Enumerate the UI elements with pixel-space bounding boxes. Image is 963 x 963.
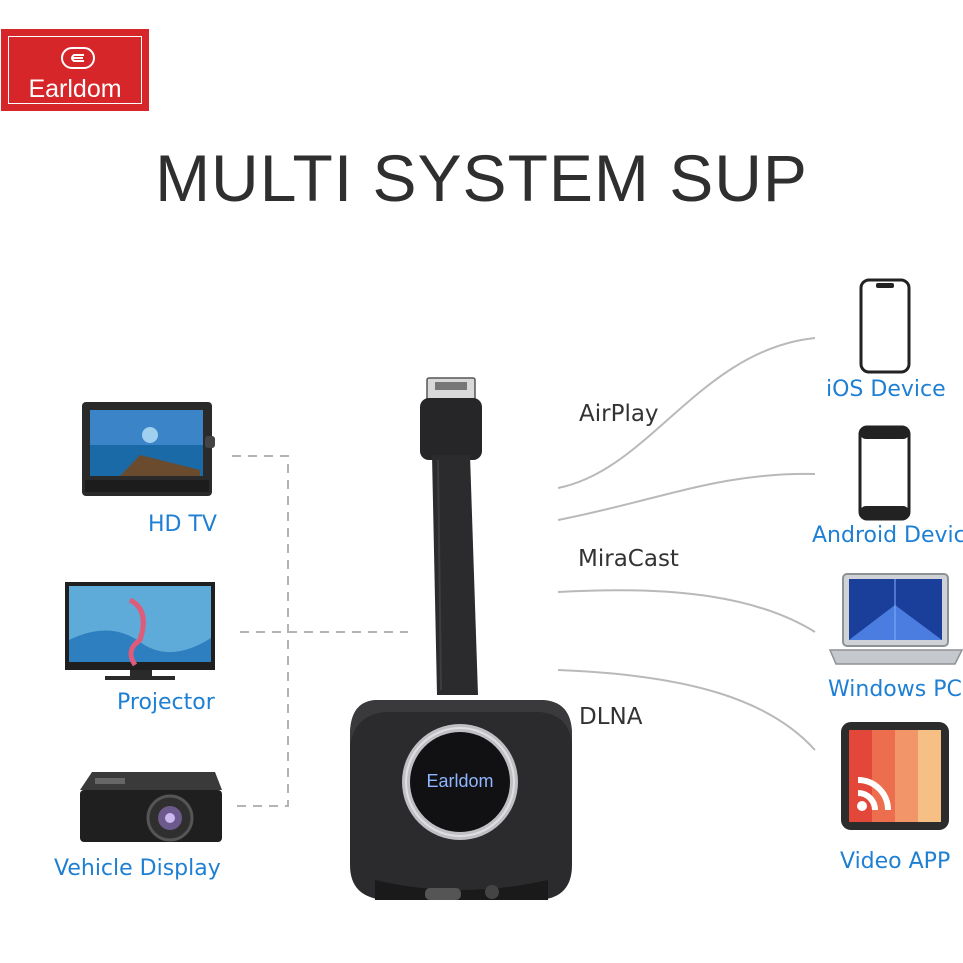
page-headline: MULTI SYSTEM SUP (155, 141, 808, 215)
display-label-vehicle: Vehicle Display (54, 856, 221, 881)
ribbon-cable (432, 455, 478, 695)
usb-port (425, 888, 461, 900)
smartphone-icon (859, 278, 911, 374)
badge-center (410, 732, 510, 832)
source-label-android: Android Devic (812, 523, 963, 548)
curve-ios (557, 337, 816, 489)
android-phone-icon (858, 425, 911, 521)
flat-tv-icon (65, 582, 215, 680)
hdmi-dongle-device (350, 377, 572, 900)
source-label-windows: Windows PC (828, 677, 962, 702)
curve-windows (557, 589, 816, 633)
source-label-ios: iOS Device (826, 377, 946, 402)
curve-android (557, 472, 816, 521)
protocol-label-miracast: MiraCast (578, 546, 679, 572)
source-curves (557, 337, 816, 751)
device-badge-text: Earldom (426, 771, 494, 791)
source-label-video: Video APP (840, 849, 951, 874)
projector-icon (80, 772, 222, 842)
wireless-cast-icon (857, 777, 891, 811)
brand-logo-text: Earldom (28, 75, 122, 103)
laptop-icon (828, 573, 963, 665)
dashed-connectors (232, 455, 408, 807)
protocol-label-airplay: AirPlay (579, 401, 659, 427)
brand-mark-icon (61, 47, 95, 69)
video-app-icon (841, 722, 949, 830)
tv-monitor-icon (82, 402, 215, 496)
brand-logo: Earldom (1, 29, 149, 111)
protocol-label-dlna: DLNA (579, 704, 643, 730)
curve-video (557, 669, 816, 751)
hdmi-plug-slot (435, 382, 467, 390)
power-port (485, 885, 499, 899)
ribbon-highlight (437, 459, 442, 691)
display-label-hdtv: HD TV (148, 512, 217, 537)
display-label-projector: Projector (117, 690, 215, 715)
hdmi-plug-housing (420, 398, 482, 460)
